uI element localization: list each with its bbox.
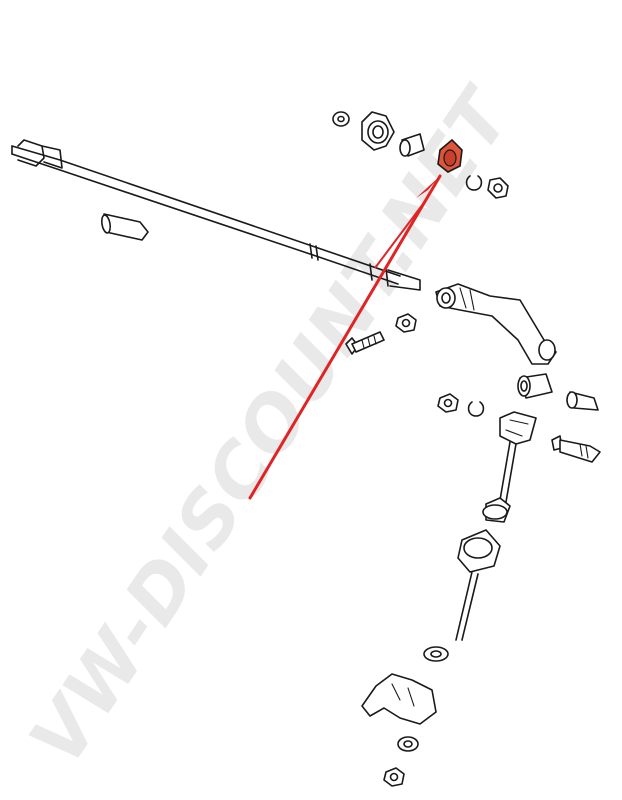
nut-icon: [395, 313, 417, 333]
bush-icon: [399, 133, 425, 157]
nut-icon: [437, 393, 459, 413]
grommet-icon: [423, 646, 449, 662]
bolt-icon: [345, 331, 385, 355]
circlip-icon: [467, 401, 485, 417]
flange-bushing-icon: [361, 111, 395, 151]
shift-coupling-icon: [435, 283, 557, 365]
bracket-icon: [499, 411, 537, 445]
sleeve-icon: [566, 391, 599, 411]
bolt-icon: [551, 435, 601, 463]
watermark: VW-DISCOUNT.NET: [14, 72, 531, 780]
shift-lever-icon: [455, 441, 517, 641]
highlight-arrow: [248, 174, 442, 500]
bushing-icon: [517, 373, 553, 399]
lever-housing-icon: [361, 673, 437, 725]
sleeve-icon: [100, 213, 149, 241]
watermark-text: VW-DISCOUNT.NET: [14, 72, 531, 780]
nut-icon: [487, 177, 509, 199]
seal-icon: [437, 138, 463, 173]
nut-icon: [383, 767, 405, 787]
washer-icon: [332, 111, 350, 127]
circlip-icon: [465, 175, 483, 191]
shift-rod-icon: [11, 139, 421, 291]
washer-icon: [397, 736, 419, 752]
